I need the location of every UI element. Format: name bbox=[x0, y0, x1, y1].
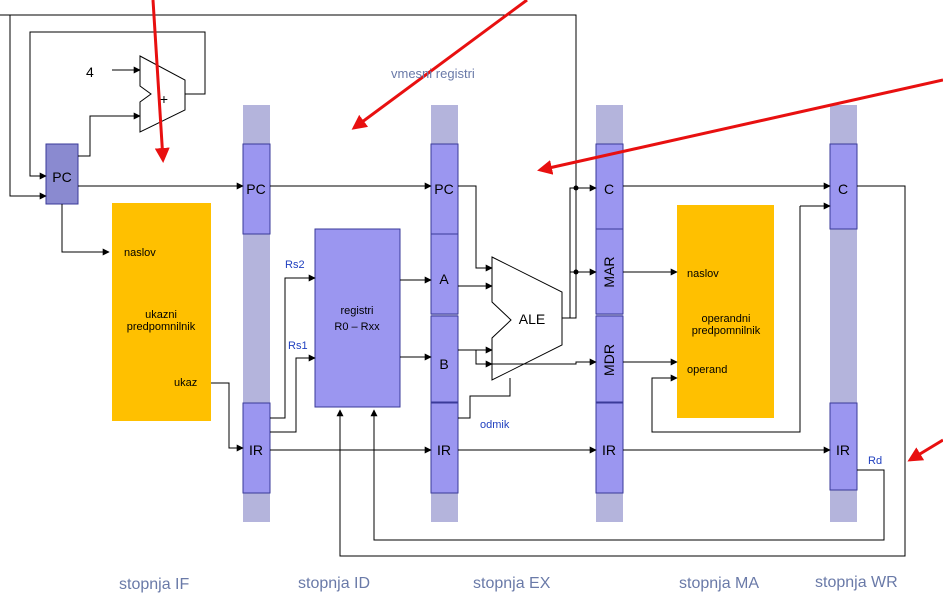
pc-label-id: PC bbox=[246, 181, 265, 197]
stage-label-ma: stopnja MA bbox=[679, 575, 759, 592]
mar-label: MAR bbox=[601, 256, 617, 287]
pipeline-registers-label: vmesni registri bbox=[391, 66, 475, 81]
offset-label: odmik bbox=[480, 419, 510, 431]
b-register bbox=[430, 315, 459, 403]
register-file-title-2: R0 – Rxx bbox=[334, 321, 380, 333]
instruction-cache-output: ukaz bbox=[174, 377, 197, 389]
ir-label-ex: IR bbox=[437, 442, 451, 458]
ir-register-id bbox=[242, 402, 271, 494]
pc-register-id bbox=[242, 143, 271, 235]
alu-unit bbox=[491, 256, 563, 381]
datapath-wires bbox=[0, 14, 906, 557]
ir-label-wr: IR bbox=[836, 442, 850, 458]
rd-label: Rd bbox=[868, 455, 882, 467]
instruction-cache-title-2: predpomnilnik bbox=[127, 321, 196, 333]
c-label-wr: C bbox=[838, 181, 848, 197]
stage-label-wr: stopnja WR bbox=[815, 574, 898, 591]
ir-register-wr bbox=[829, 402, 858, 491]
stage-label-if: stopnja IF bbox=[119, 576, 189, 593]
operand-cache-address: naslov bbox=[687, 268, 719, 280]
operand-cache-data: operand bbox=[687, 364, 727, 376]
ir-label-id: IR bbox=[249, 442, 263, 458]
instruction-cache-title-1: ukazni bbox=[145, 309, 177, 321]
highlight-arrows bbox=[151, 0, 943, 462]
a-label: A bbox=[439, 271, 449, 287]
operand-cache-title-1: operandni bbox=[702, 313, 751, 325]
pc-label-ex: PC bbox=[434, 181, 453, 197]
operand-cache-title-2: predpomnilnik bbox=[692, 325, 761, 337]
ir-register-ex bbox=[430, 402, 459, 494]
c-label-ma: C bbox=[604, 181, 614, 197]
mdr-register bbox=[595, 315, 624, 403]
ir-label-ma: IR bbox=[602, 442, 616, 458]
b-label: B bbox=[439, 356, 448, 372]
constant-four: 4 bbox=[86, 64, 94, 80]
mar-register bbox=[595, 228, 624, 315]
c-register-ma bbox=[595, 143, 624, 230]
a-register bbox=[430, 233, 459, 315]
operand-cache bbox=[677, 205, 774, 418]
alu-label: ALE bbox=[519, 311, 545, 327]
ir-register-ma bbox=[595, 402, 624, 494]
mdr-label: MDR bbox=[601, 344, 617, 376]
register-file bbox=[314, 228, 401, 408]
register-file-title-1: registri bbox=[340, 305, 373, 317]
instruction-cache-address: naslov bbox=[124, 247, 156, 259]
instruction-cache bbox=[112, 203, 211, 421]
stage-label-ex: stopnja EX bbox=[473, 575, 551, 592]
pc-label-if: PC bbox=[52, 169, 71, 185]
adder-symbol: + bbox=[160, 91, 168, 107]
rs1-label: Rs1 bbox=[288, 340, 308, 352]
rs2-label: Rs2 bbox=[285, 259, 305, 271]
stage-label-id: stopnja ID bbox=[298, 575, 370, 592]
